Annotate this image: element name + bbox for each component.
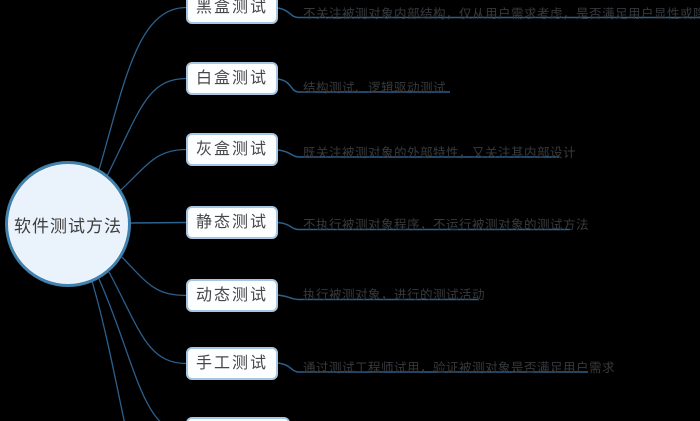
- note-blackbox-testing[interactable]: 不关注被测对象内部结构，仅从用户需求考虑，是否满足用户显性或隐性需求: [303, 7, 700, 21]
- note-whitebox-testing[interactable]: 结构测试、逻辑驱动测试: [303, 81, 447, 95]
- note-manual-testing[interactable]: 通过测试工程师试用，验证被测对象是否满足用户需求: [303, 361, 616, 375]
- branch-line-hidden-1: [98, 278, 161, 421]
- root-node-label: 软件测试方法: [14, 216, 122, 236]
- node-blackbox-testing[interactable]: 黑盒测试: [186, 0, 278, 24]
- node-whitebox-testing[interactable]: 白盒测试: [186, 62, 278, 95]
- note-line-dynamic: [277, 294, 479, 301]
- node-cutoff-bottom[interactable]: [186, 417, 290, 421]
- note-line-whitebox: [277, 78, 450, 93]
- node-static-testing[interactable]: 静态测试: [186, 206, 278, 239]
- note-graybox-testing[interactable]: 既关注被测对象的外部特性，又关注其内部设计: [303, 146, 577, 160]
- node-graybox-testing[interactable]: 灰盒测试: [186, 133, 278, 166]
- branch-line-dynamic: [121, 256, 187, 297]
- root-node[interactable]: 软件测试方法: [5, 161, 131, 287]
- note-line-graybox: [277, 149, 559, 158]
- node-manual-testing[interactable]: 手工测试: [186, 347, 278, 380]
- branch-line-static: [129, 221, 187, 224]
- note-static-testing[interactable]: 不执行被测对象程序，不运行被测对象的测试方法: [303, 218, 590, 232]
- branch-line-graybox: [120, 148, 187, 191]
- node-dynamic-testing[interactable]: 动态测试: [186, 279, 278, 312]
- branch-line-blackbox: [98, 6, 187, 171]
- note-line-blackbox: [277, 7, 700, 19]
- branch-line-whitebox: [106, 77, 187, 177]
- note-line-manual: [277, 362, 588, 373]
- note-dynamic-testing[interactable]: 执行被测对象，进行的测试活动: [303, 288, 486, 302]
- branch-line-hidden-2: [91, 280, 125, 421]
- branch-line-manual: [108, 271, 187, 365]
- note-line-static: [277, 221, 570, 231]
